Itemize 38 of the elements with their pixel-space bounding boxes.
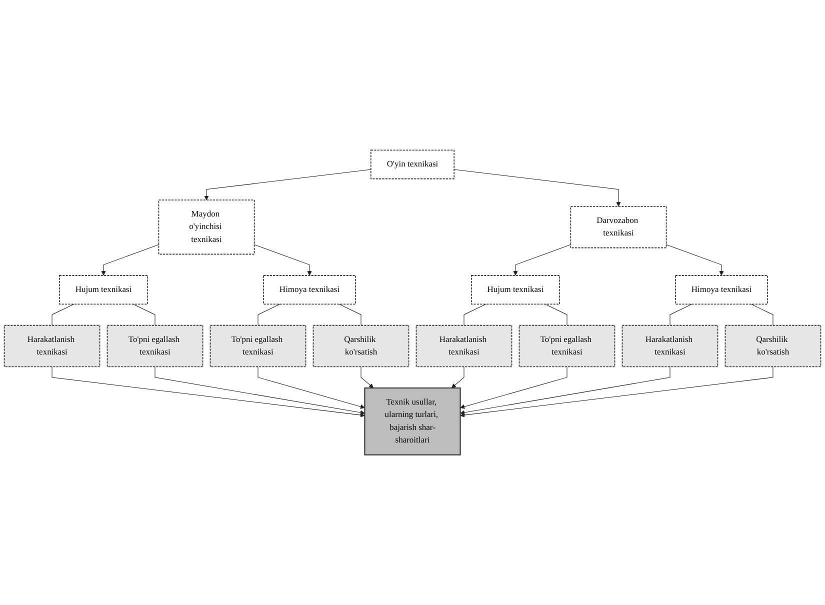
node-box: To'pni egallash texnikasi xyxy=(106,324,204,368)
connector xyxy=(670,304,692,326)
arrow xyxy=(460,366,670,415)
arrow xyxy=(52,366,365,418)
arrow xyxy=(460,366,774,418)
node-box: Hujum texnikasi xyxy=(59,275,148,304)
node-box: Himoya texnikasi xyxy=(675,275,768,304)
arrow xyxy=(258,366,365,409)
arrow xyxy=(513,244,571,276)
node-box: Darvozabon texnikasi xyxy=(570,206,667,248)
connector xyxy=(750,304,774,326)
node-box: Harakatlanish texnikasi xyxy=(622,324,718,368)
arrow xyxy=(451,366,464,388)
connector xyxy=(338,304,362,326)
node-box: Qarshilik ko'rsatish xyxy=(312,324,410,368)
node-box: Harakatlanish texnikasi xyxy=(4,324,100,368)
connector xyxy=(258,304,280,326)
node-box: Harakatlanish texnikasi xyxy=(416,324,512,368)
connector xyxy=(132,304,156,326)
arrow xyxy=(460,366,568,409)
arrow xyxy=(454,169,621,207)
node-box: Maydon o'yinchisi texnikasi xyxy=(158,200,255,255)
node-box: O'yin texnikasi xyxy=(370,150,454,180)
node-box: Hujum texnikasi xyxy=(470,275,560,304)
arrow xyxy=(666,244,724,276)
arrow xyxy=(101,244,159,276)
arrow xyxy=(204,169,372,200)
arrow xyxy=(154,366,365,415)
node-box: Qarshilik ko'rsatish xyxy=(724,324,822,368)
node-box: To'pni egallash texnikasi xyxy=(210,324,306,368)
connector xyxy=(52,304,74,326)
arrow xyxy=(360,366,374,388)
connector xyxy=(544,304,568,326)
node-box: Himoya texnikasi xyxy=(263,275,356,304)
connector xyxy=(464,304,486,326)
node-box: Texnik usullar, ularning turlari, bajarish shar-sharoitlari xyxy=(364,387,461,456)
arrow xyxy=(254,244,312,276)
node-box: To'pni egallash texnikasi xyxy=(518,324,616,368)
